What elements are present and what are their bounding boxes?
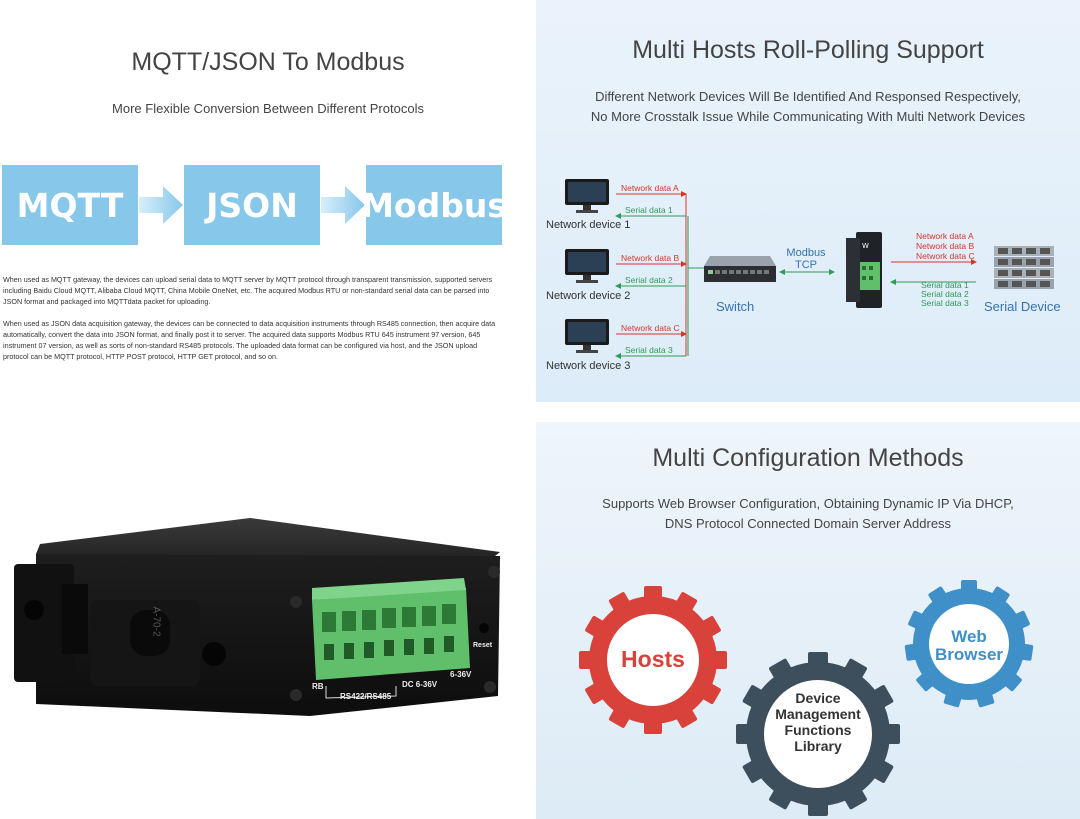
arrow-right-icon: [139, 186, 183, 224]
right-serial-data: Serial data 1 Serial data 2 Serial data …: [921, 281, 969, 308]
serial-data-2-label: Serial data 2: [625, 275, 673, 285]
voltage-label: 6-36V: [450, 670, 472, 679]
monitor-icon: [565, 319, 609, 353]
network-device-3-label: Network device 3: [546, 360, 631, 372]
panel4-title: Multi Configuration Methods: [652, 444, 964, 472]
panel2-subtitle: Different Network Devices Will Be Identi…: [536, 87, 1080, 127]
gear-device-management-label: Device Management Functions Library: [763, 690, 873, 754]
dc-voltage-label: DC 6-36V: [402, 680, 438, 689]
panel4-subtitle: Supports Web Browser Configuration, Obta…: [536, 494, 1080, 534]
gear-web-browser-label: Web Browser: [929, 628, 1009, 664]
panel4-subtitle-line2: DNS Protocol Connected Domain Server Add…: [664, 516, 952, 531]
tcp-label: TCP: [795, 259, 817, 271]
gateway-device-icon: W: [846, 232, 882, 308]
right-net-a: Network data A: [916, 231, 974, 241]
reset-label: Reset: [473, 642, 493, 649]
gear-hosts-label: Hosts: [621, 646, 685, 672]
json-box: JSON: [184, 165, 320, 245]
panel2-subtitle-line2: No More Crosstalk Issue While Communicat…: [590, 109, 1026, 124]
arrow-right-icon: [321, 186, 365, 224]
protocol-conversion-panel: MQTT/JSON To Modbus More Flexible Conver…: [0, 0, 536, 404]
modbus-box: Modbus: [361, 165, 507, 245]
rail-marking: A-70-2: [150, 606, 162, 637]
network-data-b-label: Network data B: [621, 253, 680, 263]
right-net-c: Network data C: [916, 251, 975, 261]
multi-host-panel: Multi Hosts Roll-Polling Support Differe…: [536, 0, 1080, 402]
monitor-icon: [565, 249, 609, 283]
switch-label: Switch: [716, 299, 755, 314]
gateway-device-illustration: [14, 518, 500, 716]
gear-web-line1: Web: [951, 627, 987, 646]
modbus-tcp-label: Modbus TCP: [786, 247, 826, 271]
device-photo-panel: A-70-2 RB RS422/RS485 DC 6-36V 6-36V Res…: [0, 404, 536, 819]
network-switch-icon: [704, 256, 776, 282]
serial-data-3-label: Serial data 3: [625, 345, 673, 355]
svg-text:W: W: [862, 242, 869, 250]
panel4-subtitle-line1: Supports Web Browser Configuration, Obta…: [602, 496, 1014, 511]
right-serial-3: Serial data 3: [921, 298, 969, 308]
network-device-2-label: Network device 2: [546, 290, 631, 302]
gear-dev-line4: Library: [794, 738, 842, 754]
monitor-icon: [565, 179, 609, 213]
panel1-subtitle: More Flexible Conversion Between Differe…: [112, 101, 424, 116]
serial-device-label: Serial Device: [984, 299, 1061, 314]
mqtt-gateway-description: When used as MQTT gateway, the devices c…: [3, 275, 493, 306]
server-rack-icon: [994, 246, 1054, 289]
gear-dev-line3: Functions: [784, 722, 852, 738]
panel2-subtitle-line1: Different Network Devices Will Be Identi…: [595, 89, 1021, 104]
right-network-data: Network data A Network data B Network da…: [916, 231, 975, 261]
network-device-1-label: Network device 1: [546, 219, 631, 231]
gear-web-line2: Browser: [934, 645, 1004, 664]
rb-label: RB: [312, 682, 324, 691]
json-gateway-description: When used as JSON data acquisition gatew…: [3, 319, 496, 361]
panel1-title: MQTT/JSON To Modbus: [131, 48, 405, 76]
rs422-rs485-label: RS422/RS485: [340, 692, 392, 701]
network-diagram-lines: [615, 191, 977, 359]
gear-dev-line2: Management: [775, 706, 861, 722]
gear-dev-line1: Device: [795, 690, 841, 706]
network-data-a-label: Network data A: [621, 183, 679, 193]
panel2-title: Multi Hosts Roll-Polling Support: [632, 36, 984, 64]
configuration-methods-panel: Multi Configuration Methods Supports Web…: [536, 422, 1080, 819]
network-data-c-label: Network data C: [621, 323, 680, 333]
right-net-b: Network data B: [916, 241, 975, 251]
mqtt-box: MQTT: [2, 165, 138, 245]
modbus-label: Modbus: [786, 247, 826, 259]
right-serial-2: Serial data 2: [921, 289, 969, 299]
gears-illustration: [579, 580, 1034, 816]
serial-data-1-label: Serial data 1: [625, 205, 673, 215]
right-serial-1: Serial data 1: [921, 280, 969, 290]
